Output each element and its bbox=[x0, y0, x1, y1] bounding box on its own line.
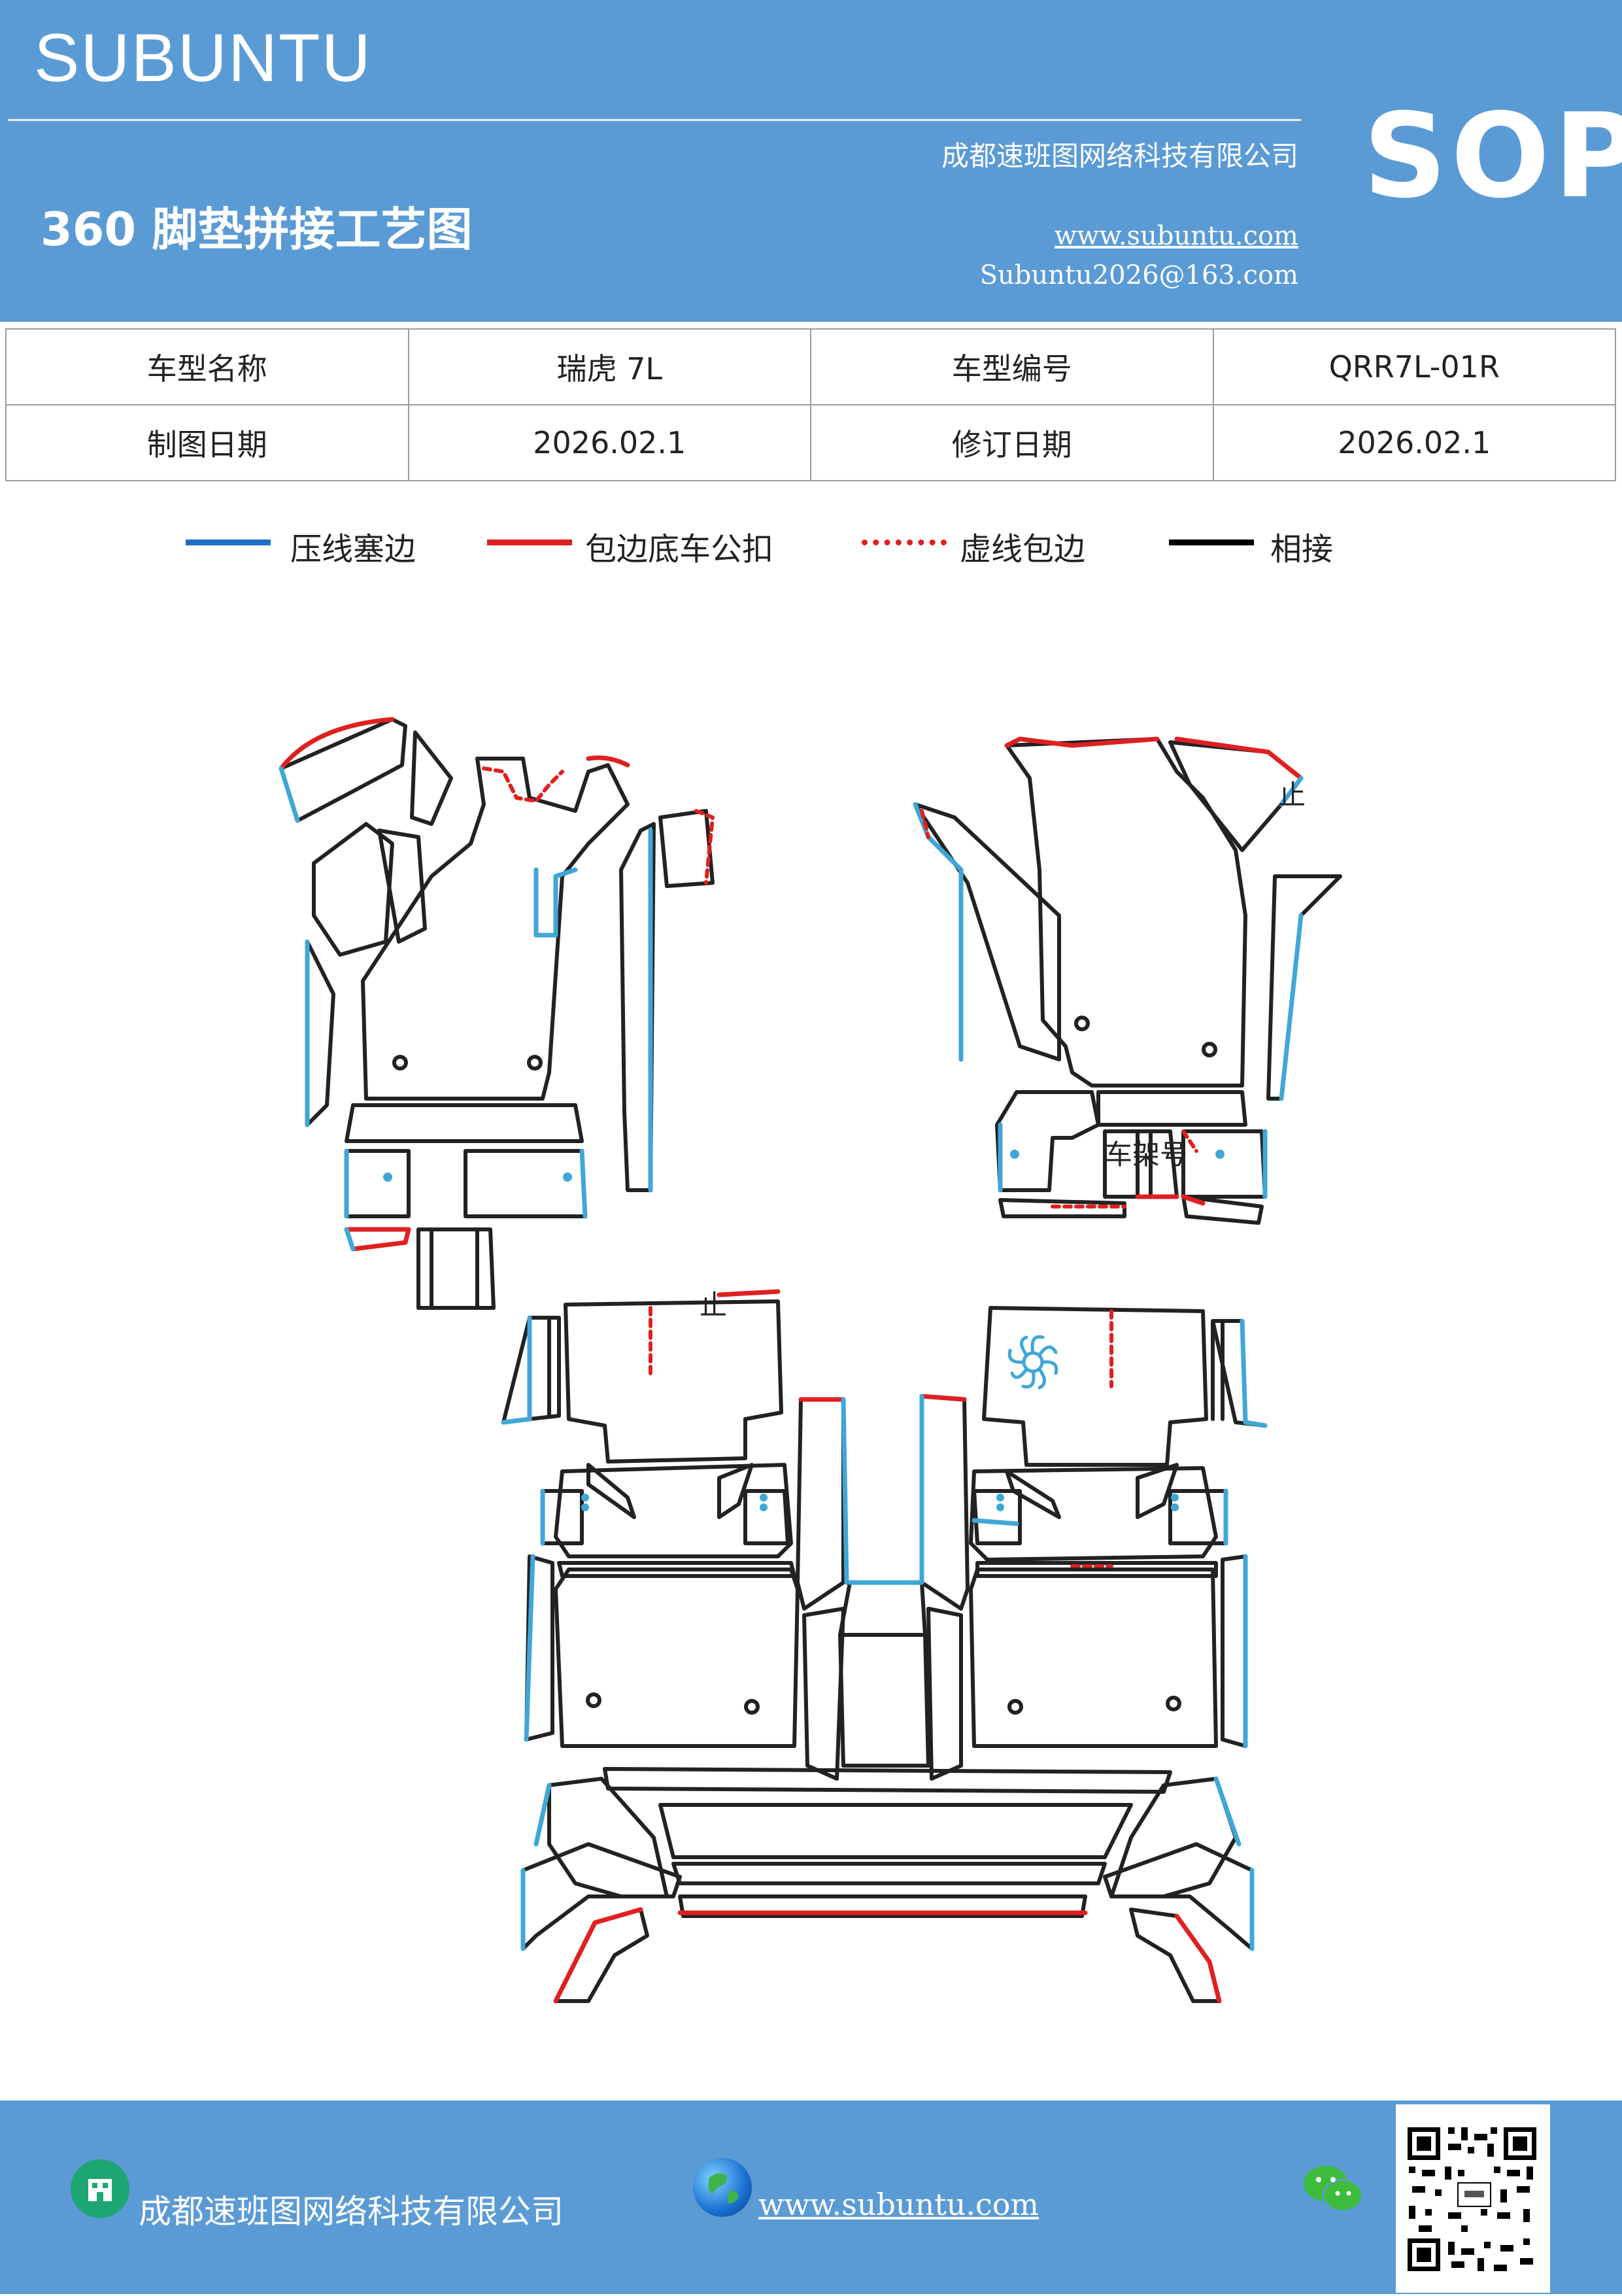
table-row: 制图日期 2026.02.1 修订日期 2026.02.1 bbox=[5, 404, 1616, 481]
legend-swatch bbox=[186, 540, 271, 545]
fan-icon bbox=[1007, 1335, 1058, 1390]
qr-code[interactable] bbox=[1396, 2104, 1550, 2293]
sop-label: SOP bbox=[1363, 88, 1622, 224]
brand-logo-text: SUBUNTU bbox=[34, 20, 372, 96]
header-email: Subuntu2026@163.com bbox=[979, 260, 1298, 290]
legend-label: 虚线包边 bbox=[960, 531, 1086, 568]
table-cell: 车型名称 bbox=[5, 328, 409, 405]
stop-label: 止 bbox=[700, 1289, 727, 1321]
header-banner: SUBUNTU 成都速班图网络科技有限公司 360 脚垫拼接工艺图 www.su… bbox=[0, 0, 1622, 322]
table-cell: 车型编号 bbox=[810, 328, 1214, 405]
legend-swatch bbox=[1169, 540, 1254, 545]
mat-group-rear bbox=[501, 1289, 1268, 2004]
header-url-link[interactable]: www.subuntu.com bbox=[1054, 221, 1298, 251]
table-cell: 2026.02.1 bbox=[1212, 404, 1616, 481]
legend-label: 相接 bbox=[1270, 531, 1334, 568]
mat-group-front-left bbox=[279, 717, 715, 1310]
mat-group-front-right bbox=[913, 736, 1342, 1225]
footer-url-link[interactable]: www.subuntu.com bbox=[758, 2187, 1039, 2222]
header-divider bbox=[8, 119, 1301, 121]
table-cell: QRR7L-01R bbox=[1212, 328, 1616, 405]
stop-label: 止 bbox=[1278, 779, 1306, 811]
table-cell: 制图日期 bbox=[5, 404, 409, 481]
table-cell: 2026.02.1 bbox=[407, 404, 811, 481]
page-title: 360 脚垫拼接工艺图 bbox=[41, 203, 473, 256]
globe-icon bbox=[693, 2158, 752, 2217]
footer-banner: 成都速班图网络科技有限公司 www.subuntu.com bbox=[0, 2100, 1622, 2294]
legend-swatch bbox=[862, 540, 947, 545]
legend-swatch bbox=[487, 540, 572, 545]
header-company: 成都速班图网络科技有限公司 bbox=[941, 140, 1298, 172]
wechat-icon[interactable] bbox=[1301, 2163, 1366, 2215]
table-cell: 修订日期 bbox=[810, 404, 1214, 481]
table-row: 车型名称 瑞虎 7L 车型编号 QRR7L-01R bbox=[5, 328, 1616, 405]
building-icon bbox=[71, 2159, 129, 2218]
legend-label: 包边底车公扣 bbox=[585, 531, 774, 568]
info-table: 车型名称 瑞虎 7L 车型编号 QRR7L-01R 制图日期 2026.02.1… bbox=[5, 328, 1616, 481]
footer-company: 成都速班图网络科技有限公司 bbox=[139, 2193, 564, 2231]
legend-label: 压线塞边 bbox=[290, 531, 416, 568]
table-cell: 瑞虎 7L bbox=[407, 328, 811, 405]
vin-label: 车架号 bbox=[1105, 1139, 1187, 1171]
